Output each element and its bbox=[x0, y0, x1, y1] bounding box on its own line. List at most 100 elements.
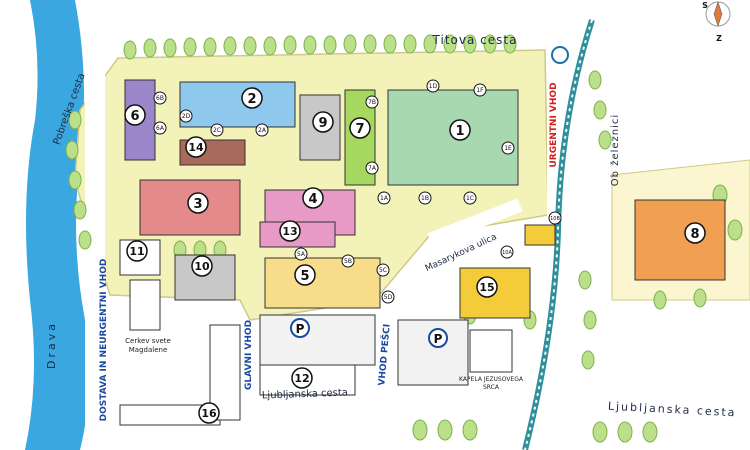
marker-8[interactable]: 8 bbox=[684, 222, 706, 244]
building-7-number: 7 bbox=[355, 122, 364, 137]
marker-2d[interactable]: 2D bbox=[179, 109, 193, 123]
marker-2a[interactable]: 2A bbox=[255, 123, 269, 137]
marker-1[interactable]: 1 bbox=[449, 119, 471, 141]
building-16-number: 16 bbox=[201, 407, 217, 420]
marker-5a[interactable]: 5A bbox=[294, 247, 308, 261]
marker-1b[interactable]: 1B bbox=[418, 191, 432, 205]
subunit-6a-label: 6A bbox=[156, 125, 165, 132]
marker-9[interactable]: 9 bbox=[312, 111, 334, 133]
parking-left-lot bbox=[259, 314, 376, 366]
kapela-shape[interactable] bbox=[469, 329, 513, 373]
subunit-2a-label: 2A bbox=[258, 127, 267, 134]
marker-6[interactable]: 6 bbox=[124, 104, 146, 126]
building-8-number: 8 bbox=[690, 227, 699, 242]
subunit-2d-label: 2D bbox=[182, 113, 191, 120]
marker-5d[interactable]: 5D bbox=[381, 290, 395, 304]
marker-7[interactable]: 7 bbox=[349, 117, 371, 139]
titova-road bbox=[94, 24, 750, 51]
subunit-6b-label: 6B bbox=[156, 95, 164, 102]
marker-6a[interactable]: 6A bbox=[153, 121, 167, 135]
building-15-number: 15 bbox=[479, 281, 494, 294]
marker-7b[interactable]: 7B bbox=[365, 95, 379, 109]
buildings bbox=[119, 79, 726, 426]
marker-11[interactable]: 11 bbox=[126, 240, 148, 262]
marker-4[interactable]: 4 bbox=[302, 187, 324, 209]
building-10b-shape[interactable] bbox=[524, 224, 556, 246]
marker-1e[interactable]: 1E bbox=[501, 141, 515, 155]
marker-10b[interactable]: 10B bbox=[548, 211, 562, 225]
marker-5[interactable]: 5 bbox=[294, 264, 316, 286]
roundabout bbox=[551, 46, 569, 64]
cerkev-label-line1: Cerkev svete bbox=[125, 337, 171, 345]
building-6-number: 6 bbox=[130, 109, 139, 124]
railway bbox=[522, 19, 595, 450]
parking-left[interactable]: P bbox=[290, 318, 310, 338]
marker-5b[interactable]: 5B bbox=[341, 254, 355, 268]
marker-1d[interactable]: 1D bbox=[426, 79, 440, 93]
subunit-2c-label: 2C bbox=[213, 127, 221, 134]
building-13-number: 13 bbox=[282, 225, 297, 238]
marker-6b[interactable]: 6B bbox=[153, 91, 167, 105]
building-3-number: 3 bbox=[193, 197, 202, 212]
building-4-number: 4 bbox=[308, 192, 317, 207]
subunit-1e-label: 1E bbox=[504, 145, 512, 152]
compass-needle-icon bbox=[713, 1, 723, 27]
building-8-shape[interactable] bbox=[634, 199, 726, 281]
subunit-1f-label: 1F bbox=[476, 87, 484, 94]
street-ljubljanska-left: Ljubljanska cesta bbox=[262, 388, 348, 402]
building-5-shape[interactable] bbox=[264, 257, 381, 309]
parking-signs: P P bbox=[290, 318, 448, 348]
subunit-5b-label: 5B bbox=[344, 258, 352, 265]
compass-top-label: S bbox=[702, 1, 708, 10]
subunit-1d-label: 1D bbox=[429, 83, 438, 90]
marker-14[interactable]: 14 bbox=[185, 136, 207, 158]
building-9-number: 9 bbox=[318, 116, 327, 131]
marker-15[interactable]: 15 bbox=[476, 276, 498, 298]
compass: S Z bbox=[702, 1, 731, 43]
subunit-markers: 1A 1B 1C 1D 1E 1F 2A 2C 2D 5A 5B 5C 5D 6… bbox=[153, 79, 562, 304]
subunit-5a-label: 5A bbox=[297, 251, 306, 258]
marker-1c[interactable]: 1C bbox=[463, 191, 477, 205]
parking-left-label: P bbox=[296, 322, 305, 336]
marker-1f[interactable]: 1F bbox=[473, 83, 487, 97]
subunit-1c-label: 1C bbox=[466, 195, 474, 202]
building-12-number: 12 bbox=[294, 372, 309, 385]
river-drava-label: Drava bbox=[45, 321, 58, 369]
marker-16[interactable]: 16 bbox=[198, 402, 220, 424]
marker-7a[interactable]: 7A bbox=[365, 161, 379, 175]
marker-12[interactable]: 12 bbox=[291, 367, 313, 389]
subunit-10a-label: 10A bbox=[502, 250, 512, 256]
marker-1a[interactable]: 1A bbox=[377, 191, 391, 205]
subunit-5c-label: 5C bbox=[379, 267, 387, 274]
subunit-7a-label: 7A bbox=[368, 165, 377, 172]
building-2-number: 2 bbox=[247, 92, 256, 107]
marker-2[interactable]: 2 bbox=[241, 87, 263, 109]
cerkev-shape[interactable] bbox=[129, 279, 161, 331]
subunit-5d-label: 5D bbox=[384, 294, 393, 301]
street-ob-zeleznici: Ob železnici bbox=[609, 114, 621, 186]
subunit-10b-label: 10B bbox=[550, 216, 560, 222]
kapela-label-line1: KAPELA JEZUSOVEGA bbox=[459, 376, 524, 383]
marker-10a[interactable]: 10A bbox=[500, 245, 514, 259]
marker-10[interactable]: 10 bbox=[191, 255, 213, 277]
marker-5c[interactable]: 5C bbox=[376, 263, 390, 277]
kapela-label-line2: SRCA bbox=[483, 384, 500, 391]
marker-2c[interactable]: 2C bbox=[210, 123, 224, 137]
compass-bottom-label: Z bbox=[716, 34, 722, 43]
building-10-number: 10 bbox=[194, 260, 210, 273]
masarykova-road bbox=[427, 198, 523, 247]
cerkev-label-line2: Magdalene bbox=[129, 346, 168, 354]
building-5-number: 5 bbox=[300, 269, 309, 284]
building-2-shape[interactable] bbox=[179, 81, 296, 128]
entrance-glavni: GLAVNI VHOD bbox=[244, 320, 254, 390]
subunit-1a-label: 1A bbox=[380, 195, 389, 202]
marker-13[interactable]: 13 bbox=[279, 220, 301, 242]
building-11-number: 11 bbox=[129, 245, 144, 258]
building-14-number: 14 bbox=[188, 141, 204, 154]
street-titova: Titova cesta bbox=[432, 33, 518, 47]
parking-right[interactable]: P bbox=[428, 328, 448, 348]
marker-3[interactable]: 3 bbox=[187, 192, 209, 214]
subunit-7b-label: 7B bbox=[368, 99, 376, 106]
entrance-urgentni: URGENTNI VHOD bbox=[549, 82, 559, 167]
